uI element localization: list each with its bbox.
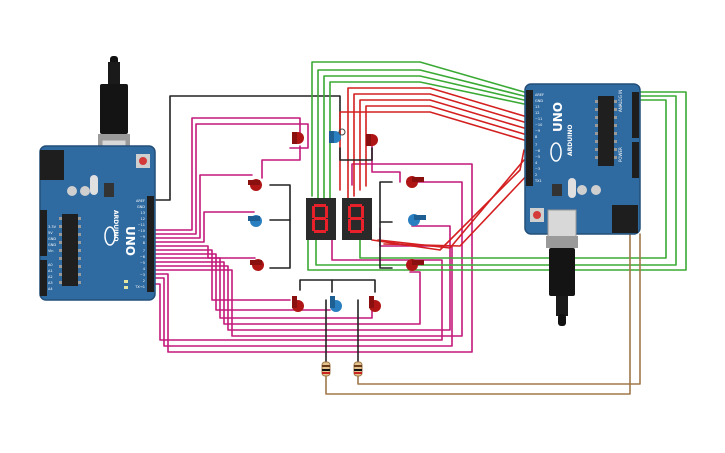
right-pin-label: 4 — [535, 161, 538, 165]
right-pin-label: 12 — [535, 111, 539, 115]
left-power-label: GND — [48, 237, 56, 241]
left-analog-label: A1 — [48, 269, 53, 273]
red-led[interactable] — [366, 134, 378, 146]
digital-pin-label: ~10 — [138, 229, 145, 233]
red-led[interactable] — [369, 296, 381, 312]
red-led[interactable] — [248, 179, 262, 191]
photo-sensor-icon — [338, 128, 346, 136]
wire-layer — [151, 61, 687, 395]
red-wire-group[interactable] — [339, 87, 531, 251]
digital-pin-label: ~3 — [140, 273, 145, 277]
left-analog-label: A4 — [48, 287, 53, 291]
right-board-brand: UNO — [551, 102, 565, 132]
left-aref-label: AREF — [136, 199, 145, 203]
right-power-label: POWER — [618, 147, 623, 162]
right-pin-label: 2 — [535, 173, 537, 177]
seven-segment-display-pair[interactable] — [306, 198, 372, 240]
left-analog-label: A3 — [48, 281, 53, 285]
left-analog-label: A2 — [48, 275, 53, 279]
black-wire-group[interactable] — [269, 147, 393, 366]
right-pin-label: GND — [535, 99, 543, 103]
resistor-group — [321, 361, 363, 377]
right-pin-label: TX1 — [534, 179, 542, 183]
right-arduino-board[interactable]: AREF GND 13 12 ~11 ~10 ~9 8 7 ~6 ~5 4 ~3… — [524, 83, 641, 326]
brown-wire-group[interactable] — [325, 233, 641, 395]
red-led[interactable] — [292, 296, 304, 312]
digital-pin-label: TX→1 — [134, 285, 145, 289]
right-pin-label: 7 — [535, 143, 537, 147]
microcontroller-chip — [598, 96, 614, 166]
right-pin-label: 13 — [535, 105, 539, 109]
right-pin-label: ~3 — [535, 167, 540, 171]
left-arduino-board[interactable]: ARDUINO UNO 3.3V 5V GND GND Vin A0 A1 A2… — [39, 56, 156, 301]
right-pin-label: ~10 — [535, 123, 542, 127]
digital-pin-label: ~9 — [140, 235, 145, 239]
blue-led[interactable] — [329, 131, 341, 143]
digital-pin-label: 12 — [141, 217, 145, 221]
gnd-wire[interactable] — [151, 95, 341, 201]
digital-pin-label: ~5 — [140, 261, 145, 265]
right-pin-label: ~11 — [535, 117, 542, 121]
left-board-brand: UNO — [123, 226, 137, 256]
right-pin-label: AREF — [535, 93, 544, 97]
left-analog-label: A0 — [48, 263, 53, 267]
digital-pin-label: 7 — [143, 249, 145, 253]
right-pin-label: ~9 — [535, 129, 540, 133]
green-wire-group[interactable] — [307, 61, 687, 271]
right-pin-label: ~5 — [535, 155, 540, 159]
blue-led[interactable] — [330, 296, 342, 312]
digital-pin-label: 2 — [143, 279, 145, 283]
left-gnd-label: GND — [137, 205, 145, 209]
right-pin-label: ~6 — [535, 149, 540, 153]
right-pin-label: 8 — [535, 135, 537, 139]
microcontroller-chip — [62, 214, 78, 286]
digital-pin-label: ~6 — [140, 255, 145, 259]
left-power-label: GND — [48, 243, 56, 247]
usb-plug-icon — [546, 209, 578, 326]
led-group — [248, 128, 426, 312]
blue-led[interactable] — [248, 215, 262, 227]
digital-pin-label: ~11 — [138, 223, 145, 227]
digital-pin-label: 8 — [143, 241, 145, 245]
blue-led[interactable] — [408, 214, 426, 226]
red-led[interactable] — [250, 259, 264, 271]
digital-pin-label: 13 — [141, 211, 145, 215]
right-analog-label: ANALOG IN — [618, 90, 623, 112]
right-board-logo: ARDUINO — [567, 125, 574, 156]
red-led[interactable] — [406, 176, 424, 188]
left-power-label: Vin — [48, 249, 54, 253]
red-led[interactable] — [292, 132, 304, 144]
digital-pin-label: 4 — [143, 267, 146, 271]
left-power-label: 5V — [48, 231, 53, 235]
resistor[interactable] — [321, 361, 331, 377]
resistor[interactable] — [353, 361, 363, 377]
left-board-logo: ARDUINO — [112, 210, 119, 241]
left-power-label: 3.3V — [48, 225, 57, 229]
red-led[interactable] — [406, 259, 424, 271]
